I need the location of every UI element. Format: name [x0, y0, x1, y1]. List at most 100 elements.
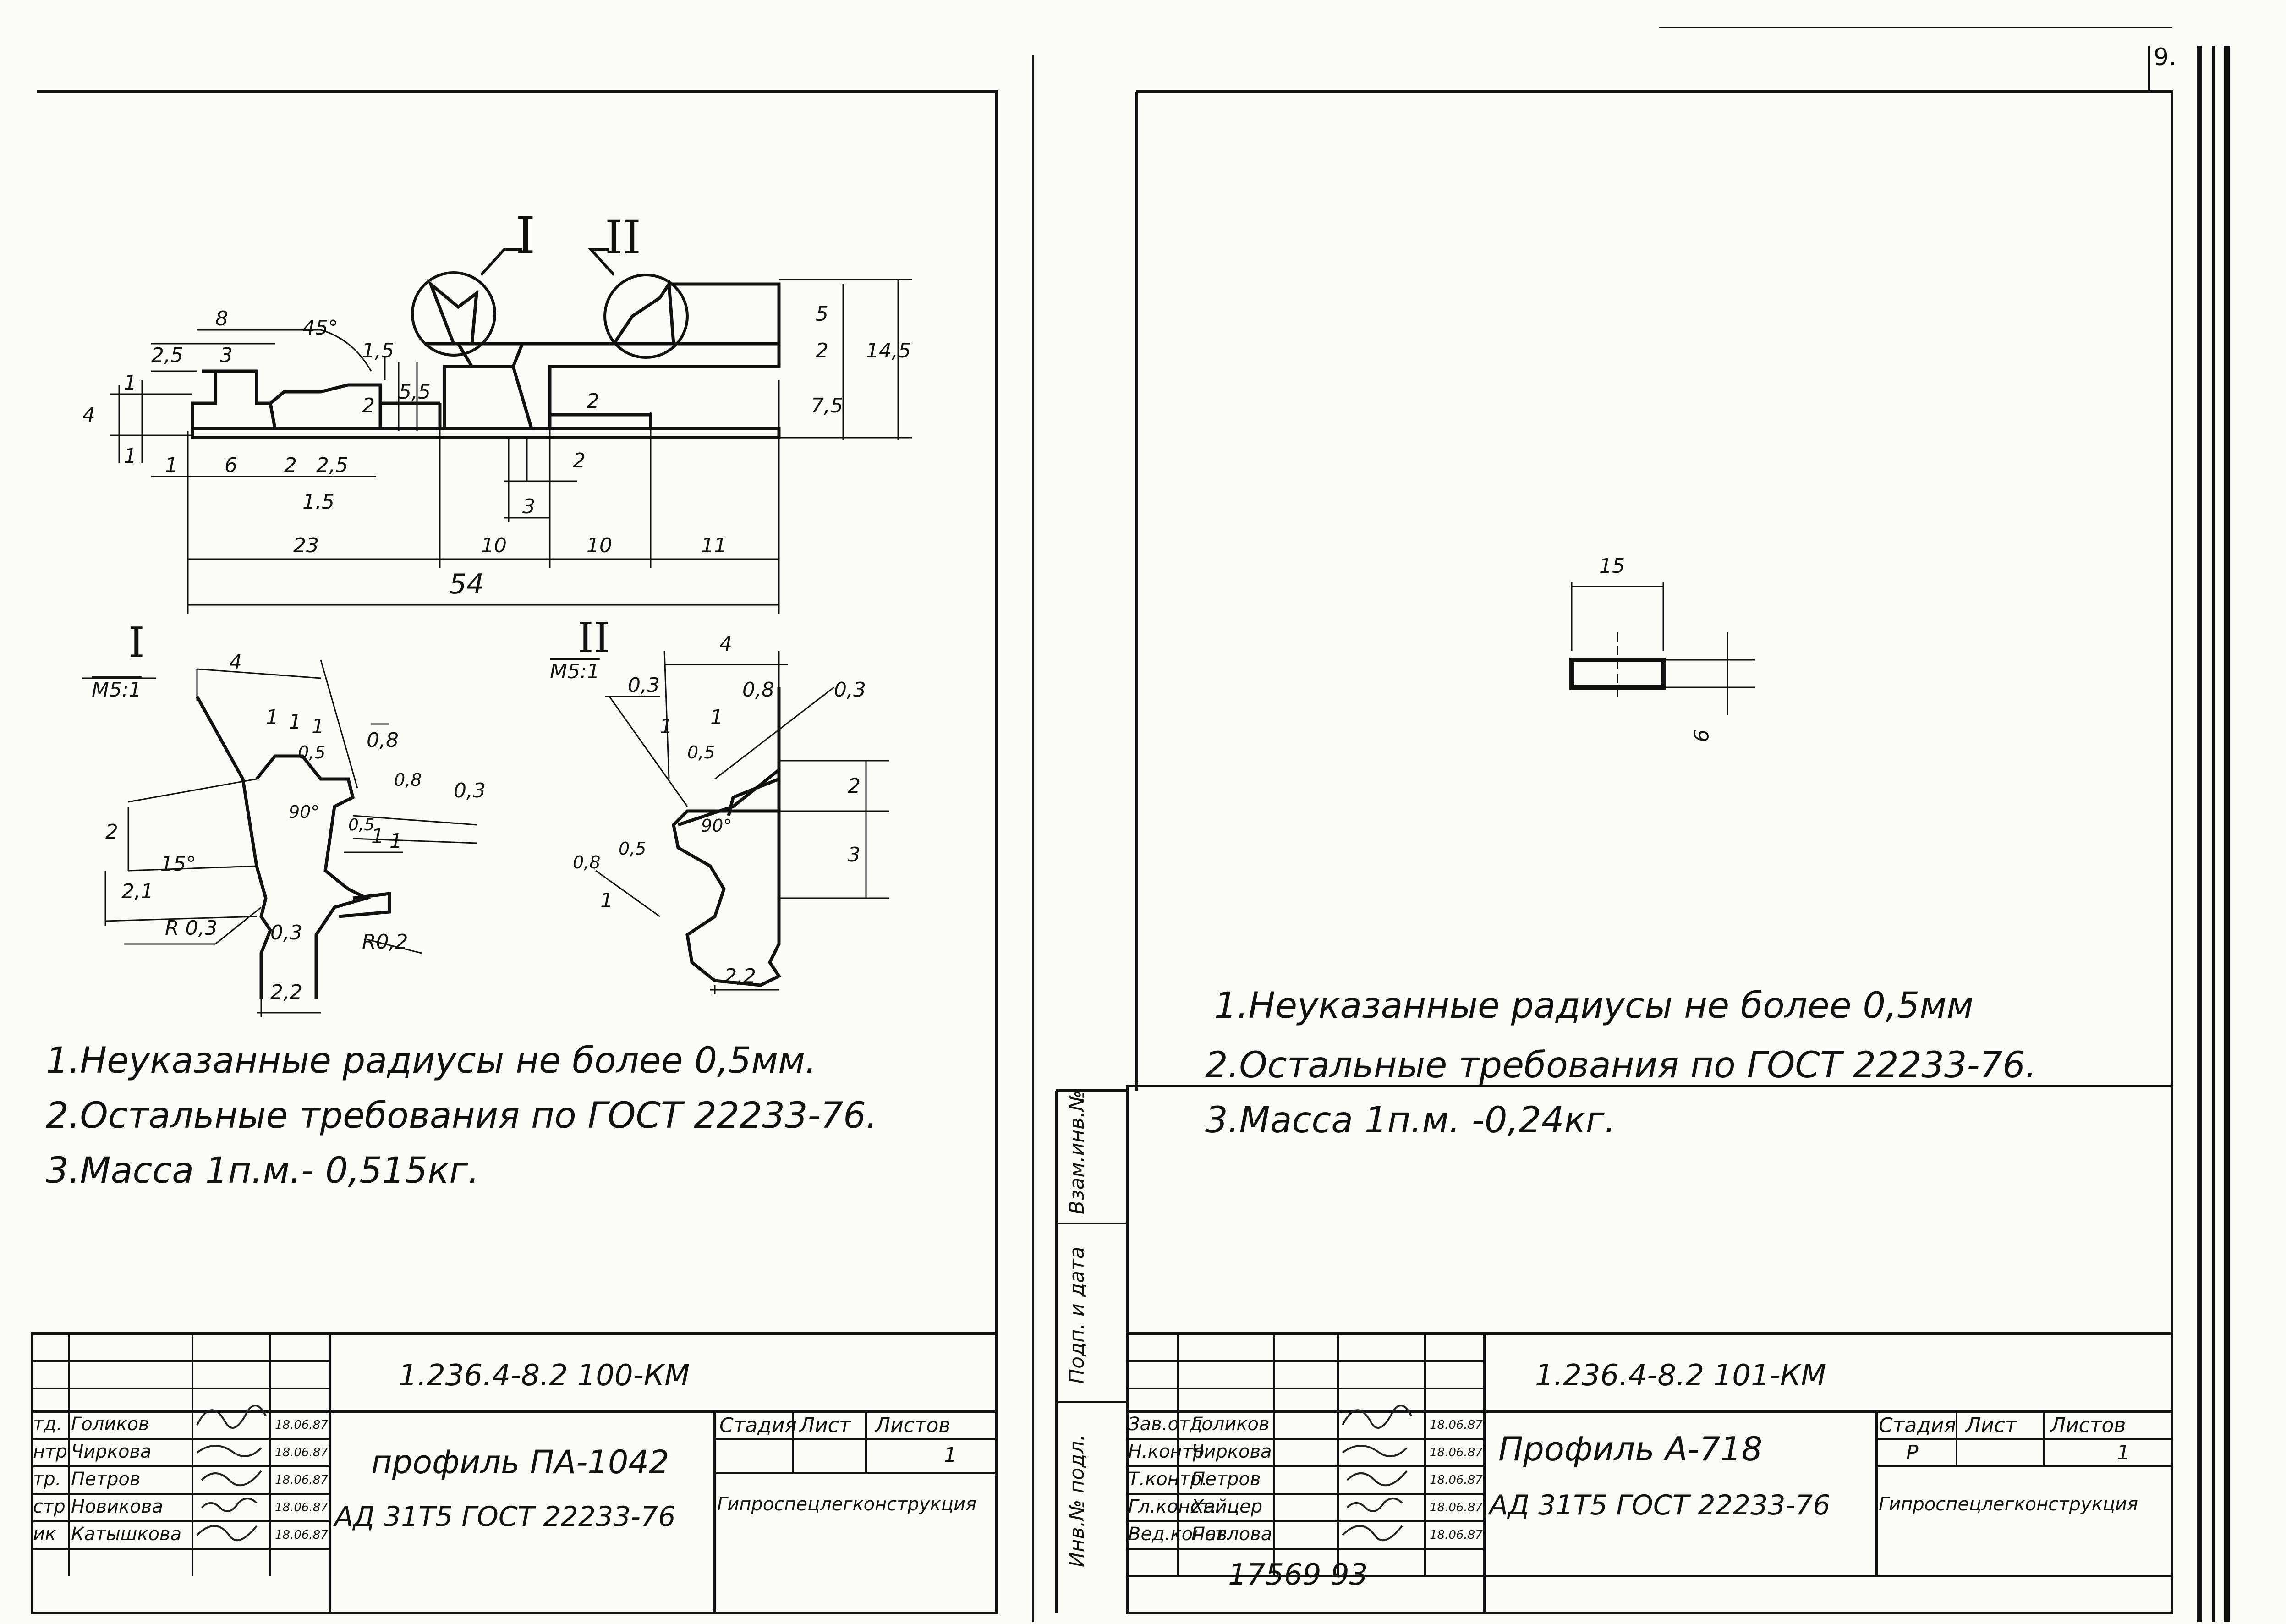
left-material: АД 31Т5 ГОСТ 22233-76 — [334, 1501, 676, 1533]
left-sheet-header: Лист — [800, 1414, 851, 1437]
right-role-1: Зав.отд. — [1128, 1414, 1208, 1435]
detail-2-drawing — [672, 687, 782, 987]
right-name-5: Павлова — [1191, 1524, 1272, 1545]
right-name-3: Петров — [1191, 1469, 1261, 1490]
detail-2-dim-1a: 1 — [660, 715, 673, 738]
detail-1-dim-90: 90° — [289, 802, 320, 822]
left-name-5: Катышкова — [71, 1524, 182, 1545]
bottom-number: 17569 93 — [1228, 1558, 1368, 1592]
detail-1-dim-0-5b: 0,5 — [348, 816, 375, 834]
left-role-3: тр. — [33, 1469, 61, 1490]
right-dim-15: 15 — [1599, 554, 1625, 578]
right-note-1: 1.Неуказанные радиусы не более 0,5мм — [1214, 985, 1974, 1026]
left-sheets-header: Листов — [875, 1414, 951, 1437]
detail-1-dim-r03: R 0,3 — [165, 916, 218, 940]
left-name-4: Новикова — [71, 1496, 163, 1517]
detail-1-dim-0-8b: 0,8 — [394, 770, 422, 790]
left-role-2: нтр — [33, 1441, 67, 1462]
dim-2-5-bottom: 2,5 — [316, 454, 348, 477]
dim-5-5: 5,5 — [399, 380, 431, 404]
detail-2-dim-4: 4 — [719, 632, 732, 656]
left-stage-header: Стадия — [719, 1414, 797, 1437]
right-role-5: Вед.конст. — [1128, 1524, 1232, 1545]
right-date-2: 18.06.87 — [1430, 1446, 1483, 1459]
left-name-2: Чиркова — [71, 1441, 152, 1462]
dim-2-5-top: 2,5 — [151, 344, 183, 367]
left-note-3: 3.Масса 1п.м.- 0,515кг. — [46, 1150, 480, 1191]
side-label-inv-orig: Инв.№ подл. — [1065, 1434, 1089, 1567]
detail-2-scale: М5:1 — [550, 660, 600, 683]
right-date-3: 18.06.87 — [1430, 1473, 1483, 1487]
detail-1-scale: М5:1 — [92, 678, 142, 702]
detail-1-dim-1d: 1 — [371, 825, 384, 848]
left-note-1: 1.Неуказанные радиусы не более 0,5мм. — [46, 1040, 817, 1081]
detail-1-dim-2-2: 2,2 — [270, 981, 302, 1004]
dim-2-right: 2 — [816, 339, 828, 362]
left-date-3: 18.06.87 — [275, 1473, 328, 1487]
dim-14-5: 14,5 — [866, 339, 911, 362]
right-stage-header: Стадия — [1879, 1414, 1956, 1437]
detail-2-dim-1b: 1 — [710, 706, 723, 729]
dim-2-vert: 2 — [362, 394, 375, 417]
detail-1-dim-2: 2 — [105, 820, 118, 844]
section-mark-2: II — [605, 211, 641, 264]
left-role-5: ик — [33, 1524, 56, 1545]
right-role-3: Т.контр. — [1128, 1469, 1208, 1490]
detail-1-dim-0-5: 0,5 — [298, 742, 326, 763]
right-dim-6: 6 — [1690, 729, 1714, 742]
dim-2-mid: 2 — [587, 390, 599, 413]
detail-1-dim-0-3b: 0,3 — [270, 921, 302, 944]
left-org: Гипроспецлегконструкция — [717, 1494, 977, 1515]
left-note-2: 2.Остальные требования по ГОСТ 22233-76. — [46, 1095, 877, 1136]
right-name-1: Голиков — [1191, 1414, 1270, 1435]
page-number: 9. — [2154, 44, 2176, 71]
detail-2-dim-3: 3 — [848, 843, 861, 867]
section-mark-1: I — [515, 206, 536, 265]
dim-10-a: 10 — [481, 534, 507, 557]
left-part-name: профиль ПА-1042 — [371, 1443, 669, 1481]
left-name-3: Петров — [71, 1469, 141, 1490]
detail-2-dim-0-3a: 0,3 — [628, 674, 660, 697]
detail-1-dim-4: 4 — [229, 651, 242, 674]
detail-1-drawing — [195, 696, 391, 999]
detail-1-dim-0-3: 0,3 — [454, 779, 486, 802]
right-date-1: 18.06.87 — [1430, 1418, 1483, 1432]
detail-2-dim-2: 2 — [848, 774, 861, 798]
detail-1-dim-2-1: 2,1 — [121, 880, 153, 903]
right-role-2: Н.контр. — [1128, 1441, 1210, 1462]
detail-2-dim-0-8: 0,8 — [742, 678, 774, 702]
right-name-4: Хайцер — [1191, 1496, 1263, 1517]
left-frame — [37, 90, 998, 1613]
detail-circle-2 — [603, 274, 689, 359]
detail-1-dim-1e: 1 — [389, 829, 402, 853]
left-title-block-lines — [31, 1332, 998, 1614]
profile-pa1042 — [191, 279, 781, 439]
right-name-2: Чиркова — [1191, 1441, 1272, 1462]
detail-1-dim-0-8a: 0,8 — [367, 729, 399, 752]
left-sheets-value: 1 — [944, 1443, 957, 1467]
dim-5: 5 — [816, 302, 828, 326]
dim-3-top: 3 — [220, 344, 233, 367]
detail-1-dim-1a: 1 — [266, 706, 279, 729]
right-sheets-header: Листов — [2050, 1414, 2126, 1437]
dim-45: 45° — [302, 316, 338, 340]
detail-circle-1 — [411, 271, 496, 357]
left-date-4: 18.06.87 — [275, 1501, 328, 1514]
left-name-1: Голиков — [71, 1414, 149, 1435]
dim-2-lower: 2 — [573, 449, 586, 472]
dim-3-mid: 3 — [522, 495, 535, 518]
dim-54: 54 — [449, 568, 484, 600]
detail-2-dim-0-3b: 0,3 — [834, 678, 866, 702]
right-date-5: 18.06.87 — [1430, 1528, 1483, 1542]
left-role-4: стр — [33, 1496, 66, 1517]
dim-2-bottom: 2 — [284, 454, 297, 477]
detail-2-dim-90: 90° — [701, 816, 732, 836]
detail-1-mark: I — [128, 619, 145, 667]
right-title-block-lines — [1055, 1085, 2173, 1614]
right-org: Гипроспецлегконструкция — [1879, 1494, 2138, 1515]
dim-10-b: 10 — [587, 534, 612, 557]
dim-6: 6 — [225, 454, 237, 477]
left-date-1: 18.06.87 — [275, 1418, 328, 1432]
right-sheets-value: 1 — [2117, 1441, 2130, 1465]
